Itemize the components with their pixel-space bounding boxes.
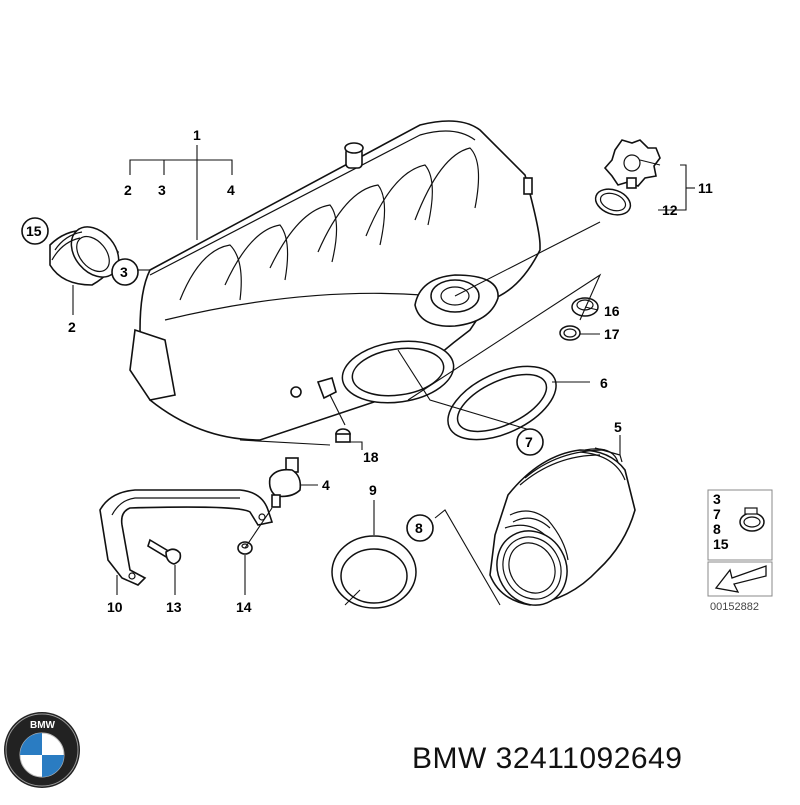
filler-cap <box>594 139 661 216</box>
part-number-caption: BMW 32411092649 <box>412 742 683 775</box>
label-part-8: 8 <box>415 520 423 536</box>
circle-part-3 <box>111 258 139 286</box>
rubber-mount <box>268 457 302 508</box>
label-part-12: 12 <box>662 202 678 218</box>
label-part-4: 4 <box>227 182 235 198</box>
kit-label-3: 8 <box>713 521 721 537</box>
arrow-icon <box>714 565 767 593</box>
label-part-4-mount: 4 <box>322 477 330 493</box>
small-grommet <box>335 428 351 443</box>
label-part-5: 5 <box>614 419 622 435</box>
leader-lines <box>72 145 695 606</box>
label-part-16: 16 <box>604 303 620 319</box>
gasket-ring <box>447 365 557 441</box>
circle-part-8 <box>406 514 434 542</box>
label-part-17: 17 <box>604 326 620 342</box>
kit-box: 3 7 8 15 00152882 <box>707 489 773 613</box>
label-part-2-boot: 2 <box>68 319 76 335</box>
round-gasket <box>331 535 417 609</box>
kit-label-2: 7 <box>713 506 721 522</box>
label-part-6: 6 <box>600 375 608 391</box>
kit-label-4: 15 <box>713 536 729 552</box>
label-part-1: 1 <box>193 127 201 143</box>
label-part-3-circled: 3 <box>120 264 128 280</box>
label-part-18: 18 <box>363 449 379 465</box>
diagram-code: 00152882 <box>710 601 759 613</box>
circle-part-15 <box>21 217 49 245</box>
label-part-7: 7 <box>525 434 533 450</box>
intake-boot <box>49 226 120 286</box>
screw <box>147 538 182 565</box>
label-part-10: 10 <box>107 599 123 615</box>
label-part-15: 15 <box>26 223 42 239</box>
bmw-logo: BMW <box>4 712 80 788</box>
label-part-3: 3 <box>158 182 166 198</box>
part-numbers: 1 2 3 4 2 15 3 11 12 16 17 6 7 5 18 4 9 … <box>21 127 713 615</box>
intake-housing <box>129 120 541 441</box>
label-part-14: 14 <box>236 599 252 615</box>
corrugated-hose <box>489 447 636 606</box>
logo-brand: BMW <box>30 720 56 731</box>
label-part-13: 13 <box>166 599 182 615</box>
label-part-9: 9 <box>369 482 377 498</box>
label-part-11: 11 <box>698 180 713 196</box>
kit-label-1: 3 <box>713 491 721 507</box>
label-part-2: 2 <box>124 182 132 198</box>
circle-part-7 <box>516 428 544 456</box>
bracket <box>99 489 274 586</box>
